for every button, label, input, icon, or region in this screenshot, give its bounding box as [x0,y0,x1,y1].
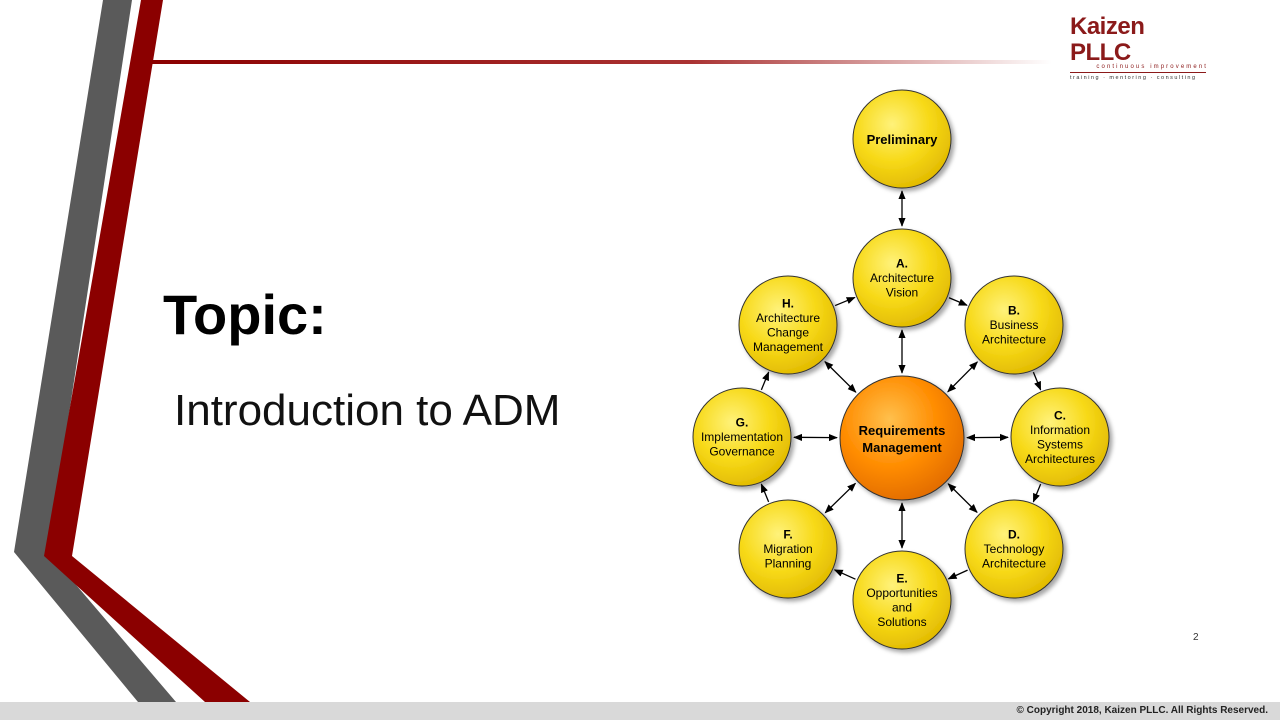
phase-letter: C. [1054,408,1066,422]
center-line-1: Requirements [859,423,946,438]
phase-letter: D. [1008,528,1020,542]
page-number: 2 [1193,632,1199,643]
phase-label-line: Architecture [982,557,1046,571]
phase-letter: F. [783,528,792,542]
arrow-center-h [824,360,857,393]
gray-stripe [14,0,176,702]
phase-label-line: Migration [763,542,812,556]
arrow-b-c [1032,371,1042,391]
copyright-text: © Copyright 2018, Kaizen PLLC. All Right… [1016,705,1269,716]
arrow-d-e [947,569,968,580]
slide-subtitle: Introduction to ADM [174,386,561,435]
phase-label-line: Solutions [877,615,926,629]
logo-name: Kaizen PLLC [1070,13,1145,66]
phase-circle [964,275,1064,375]
phase-letter: A. [896,257,908,271]
footer-bar: © Copyright 2018, Kaizen PLLC. All Right… [0,702,1280,720]
phase-circle [738,275,838,375]
adm-cycle-diagram: Preliminary Requirements Management A.Ar… [692,89,1110,650]
phase-label-line: Systems [1037,437,1083,451]
arrow-center-b [947,361,979,393]
arrow-g-h [760,371,770,391]
phase-letter: G. [736,416,749,430]
phase-label-line: Business [990,318,1039,332]
logo-tagline: continuous improvement [1096,64,1208,70]
arrow-center-f [824,482,857,514]
connectors [760,190,1042,580]
phase-label-line: Implementation [701,430,783,444]
phase-circle [964,499,1064,599]
slide-title: Topic: [163,283,327,346]
phase-label-line: Architectures [1025,452,1095,466]
phase-label-line: Change [767,325,809,339]
phase-letter: H. [782,296,794,310]
phase-letter: E. [896,571,907,585]
phase-circle [852,228,952,328]
phase-label-line: Planning [765,557,812,571]
phase-label-line: Technology [984,542,1045,556]
arrow-h-a [834,296,856,307]
red-stripe [44,0,250,702]
logo-services: training · mentoring · consulting [1070,75,1197,81]
arrow-c-d [1032,483,1042,503]
arrow-a-b [948,297,968,306]
phase-circle [738,499,838,599]
phase-label-line: Architecture [870,271,934,285]
node-requirements-management[interactable]: Requirements Management [839,375,965,501]
phase-label-line: and [892,600,912,614]
phase-label-line: Architecture [756,311,820,325]
logo-divider [1070,72,1206,73]
phase-letter: B. [1008,304,1020,318]
phase-label-line: Information [1030,423,1090,437]
phase-nodes: A.ArchitectureVisionB.BusinessArchitectu… [692,228,1110,650]
arrow-center-d [947,483,978,514]
node-preliminary-label: Preliminary [867,132,939,147]
phase-circle [852,550,952,650]
phase-circle [1010,387,1110,487]
phase-label-line: Opportunities [866,586,937,600]
company-logo: Kaizen PLLC continuous improvement train… [1070,14,1210,81]
top-rule [152,60,1052,64]
node-preliminary[interactable]: Preliminary [852,89,952,189]
phase-circle [692,387,792,487]
phase-label-line: Management [753,340,824,354]
arrow-e-f [833,569,856,580]
phase-label-line: Architecture [982,333,1046,347]
phase-label-line: Vision [886,286,918,300]
phase-label-line: Governance [709,445,775,459]
center-line-2: Management [862,440,942,455]
arrow-f-g [760,483,770,503]
